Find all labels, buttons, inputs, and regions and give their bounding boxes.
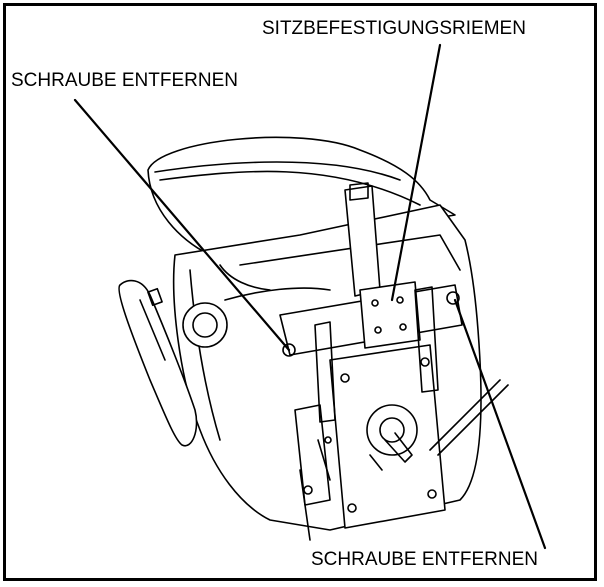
side-lever — [118, 279, 198, 447]
label-remove-screw-left: SCHRAUBE ENTFERNEN — [11, 70, 238, 91]
leader-strap — [390, 43, 442, 302]
hub — [366, 404, 418, 456]
side-knob — [182, 302, 228, 348]
leader-screw-right — [453, 298, 547, 550]
label-remove-screw-right: SCHRAUBE ENTFERNEN — [311, 549, 538, 570]
leader-screw-left — [73, 98, 291, 352]
label-seat-strap: SITZBEFESTIGUNGSRIEMEN — [262, 18, 526, 39]
